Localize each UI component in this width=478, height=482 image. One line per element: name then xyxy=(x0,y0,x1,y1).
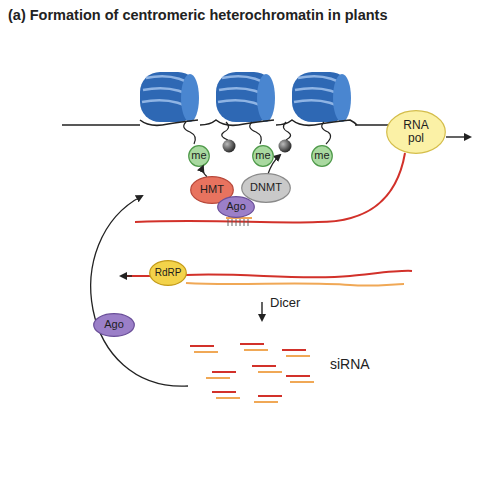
node-label: me xyxy=(191,150,206,162)
rdrp-direction xyxy=(121,275,132,276)
methyl-mark: me xyxy=(188,145,210,167)
process-label: Dicer xyxy=(270,295,300,310)
complementary-strand xyxy=(186,283,404,286)
modification-ball xyxy=(223,140,236,153)
node-label: me xyxy=(314,150,329,162)
node-label: DNMT xyxy=(250,182,282,194)
histone-tail xyxy=(184,122,331,144)
node-label: me xyxy=(255,150,270,162)
diagram-title: (a) Formation of centromeric heterochrom… xyxy=(8,7,387,23)
node-label: HMT xyxy=(200,184,224,196)
sirna-pairing xyxy=(228,218,248,226)
rna-polymerase: RNA pol xyxy=(386,110,446,154)
product-label: siRNA xyxy=(330,356,370,372)
methylation-arrow xyxy=(202,166,206,176)
node-label: RdRP xyxy=(155,268,182,279)
node-label: Ago xyxy=(226,201,246,213)
modification-ball xyxy=(279,140,292,153)
dnmt-enzyme: DNMT xyxy=(241,173,291,203)
methyl-mark: me xyxy=(252,145,274,167)
node-label: RNA pol xyxy=(395,119,437,144)
transcription-arrow xyxy=(446,136,470,137)
node-label: Ago xyxy=(104,319,124,331)
recycle-arrow xyxy=(91,196,188,386)
ago-protein: Ago xyxy=(93,313,135,337)
methyl-mark: me xyxy=(311,145,333,167)
rdrp-enzyme: RdRP xyxy=(149,260,187,286)
nucleosome xyxy=(140,72,357,125)
ago-protein: Ago xyxy=(217,196,255,218)
dicer-arrow xyxy=(261,302,262,320)
sirna-duplex xyxy=(190,344,314,402)
